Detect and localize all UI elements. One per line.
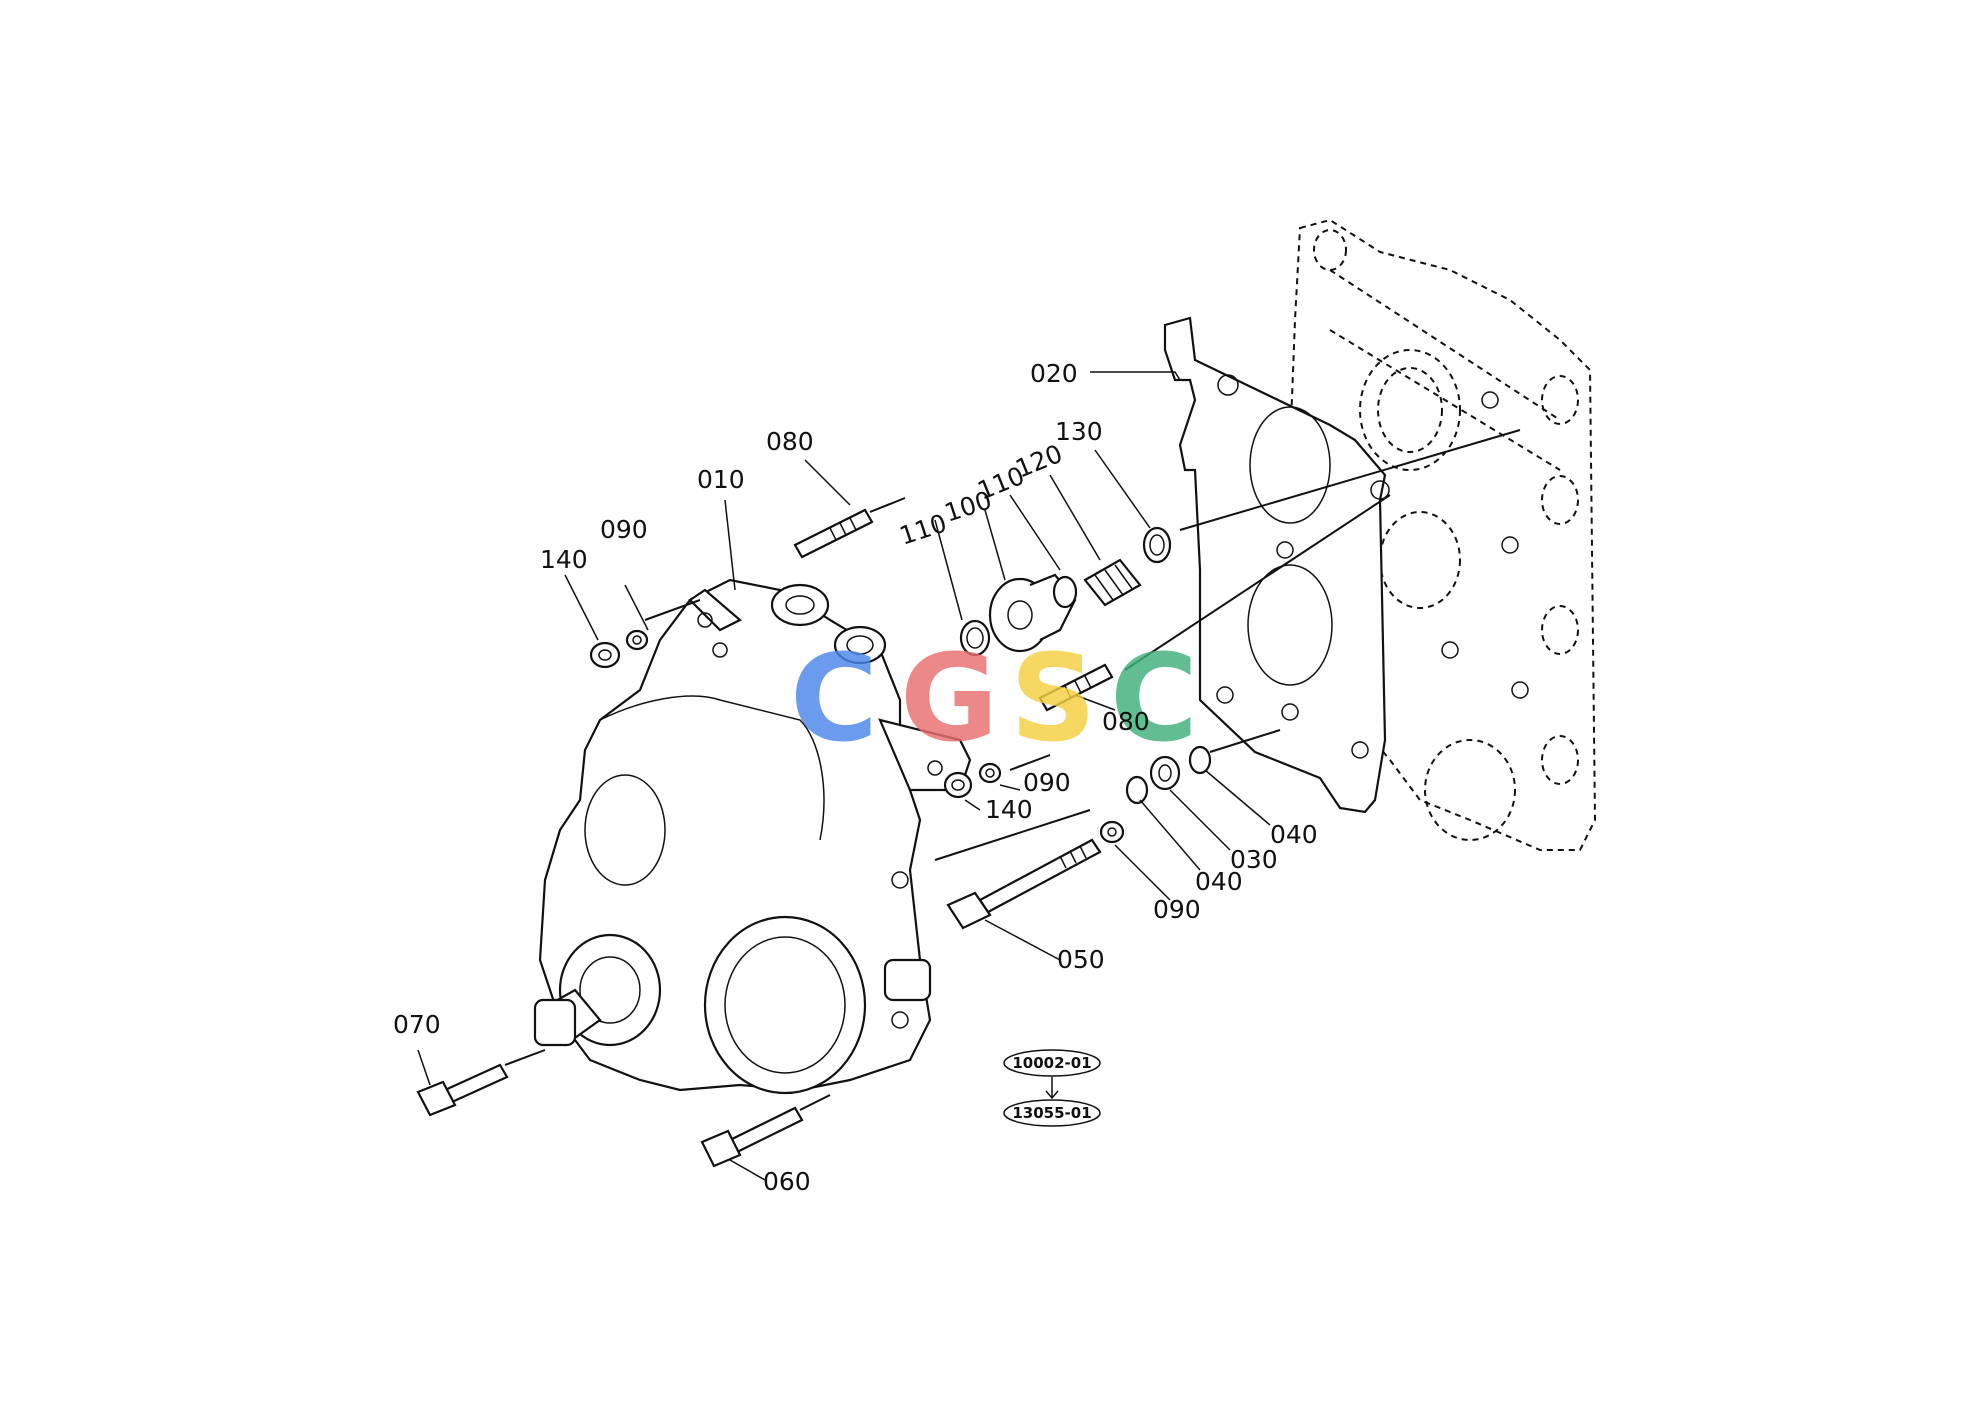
- callout-130: 130: [1055, 417, 1103, 446]
- callout-050: 050: [1057, 945, 1105, 974]
- callout-090-middle: 090: [1023, 768, 1071, 797]
- callout-labels: 010 020 030 040 040 050 060 070 080 080 …: [393, 359, 1318, 1196]
- o-ring-040-left: [1125, 775, 1149, 805]
- ring-130: [1142, 526, 1172, 564]
- stud-080-lower: [1038, 663, 1114, 712]
- callout-090-lower: 090: [1153, 895, 1201, 924]
- seal-030: [1149, 755, 1181, 791]
- watermark: C G S C: [790, 630, 1198, 769]
- callout-090-upper: 090: [600, 515, 648, 544]
- reference-codes: 10002-01 13055-01: [1003, 1049, 1101, 1127]
- ref-code-bottom: 13055-01: [1012, 1104, 1091, 1122]
- bolt-070: [416, 1063, 509, 1117]
- bolt-050: [946, 838, 1102, 930]
- washer-090-lower: [978, 762, 1002, 784]
- leader-lines: [417, 371, 1271, 1181]
- callout-140-upper: 140: [540, 545, 588, 574]
- gear-100: [988, 573, 1077, 653]
- callout-040-right: 040: [1270, 820, 1318, 849]
- ref-code-arrow: [1045, 1077, 1059, 1100]
- callout-040-left: 040: [1195, 867, 1243, 896]
- ref-code-top-oval: [1003, 1049, 1101, 1077]
- needle-bearing-120: [1083, 558, 1142, 607]
- ref-code-bottom-oval: [1003, 1099, 1101, 1127]
- callout-060: 060: [763, 1167, 811, 1196]
- ref-code-top: 10002-01: [1012, 1054, 1091, 1072]
- callout-030: 030: [1230, 845, 1278, 874]
- callout-020: 020: [1030, 359, 1078, 388]
- nut-140-lower: [943, 771, 973, 799]
- gear-case-010: [533, 578, 972, 1095]
- washer-090-upper: [625, 629, 649, 651]
- gasket-020: [1163, 316, 1390, 814]
- assembly-lines: [504, 429, 1521, 1111]
- watermark-letter-4: C: [1110, 630, 1198, 769]
- stud-080-upper: [793, 508, 874, 559]
- callout-080-lower: 080: [1102, 707, 1150, 736]
- rear-housing: [1288, 218, 1597, 851]
- washer-090-bolt: [1099, 820, 1125, 844]
- o-ring-040-right: [1188, 745, 1212, 775]
- callout-140-lower: 140: [985, 795, 1033, 824]
- callout-080-upper: 080: [766, 427, 814, 456]
- bolt-060: [700, 1106, 804, 1168]
- ring-110-left: [959, 619, 991, 657]
- callout-070: 070: [393, 1010, 441, 1039]
- nut-140-upper: [589, 641, 621, 669]
- callout-010: 010: [697, 465, 745, 494]
- watermark-letter-1: C: [790, 630, 878, 769]
- ring-110-right: [1052, 575, 1078, 609]
- watermark-letter-2: G: [900, 630, 999, 769]
- watermark-letter-3: S: [1010, 630, 1096, 769]
